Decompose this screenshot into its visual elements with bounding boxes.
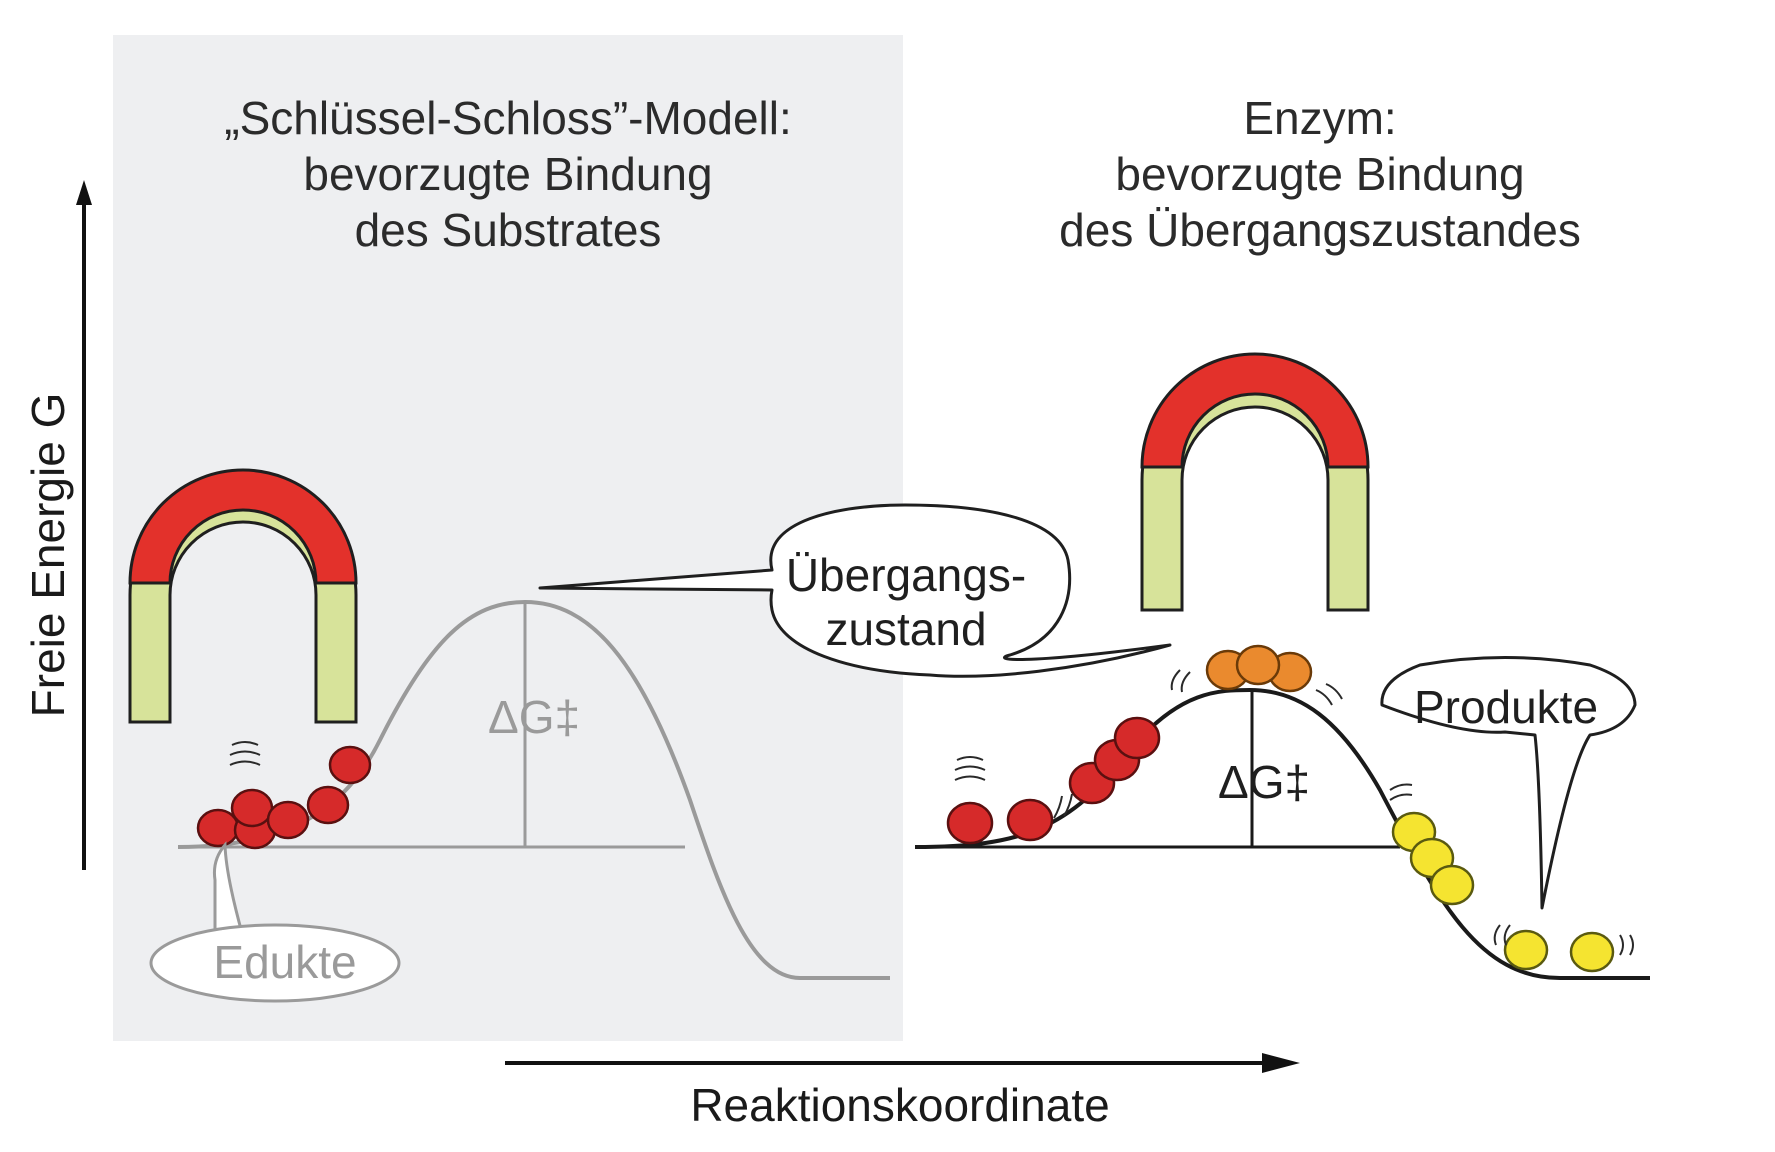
y-axis-arrowhead: [76, 180, 92, 205]
educts-label: Edukte: [213, 936, 357, 988]
x-axis-label: Reaktionskoordinate: [690, 1079, 1110, 1131]
right-vibration-marks-icon: [954, 669, 1634, 956]
transition-state-label-line-2: zustand: [825, 603, 987, 655]
y-axis-label: Freie Energie G: [22, 392, 74, 718]
right-activation-energy-label: ΔG‡: [1218, 756, 1311, 808]
right-enzyme-arc-icon: [1140, 352, 1370, 612]
x-axis-arrowhead: [1262, 1053, 1300, 1073]
left-title-line-3: des Substrates: [354, 204, 662, 256]
left-substrate-molecules: [196, 745, 372, 850]
products-speech-bubble: [1380, 656, 1637, 910]
left-title-line-1: „Schlüssel-Schloss”-Modell:: [224, 92, 792, 144]
left-energy-profile: [177, 599, 890, 980]
left-title-line-2: bevorzugte Bindung: [303, 148, 713, 200]
left-vibration-marks-icon: [229, 741, 261, 766]
transition-state-label: Übergangs- zustand: [748, 548, 1064, 656]
products-label: Produkte: [1413, 681, 1599, 733]
left-enzyme-arc-icon: [128, 468, 358, 724]
transition-state-label-line-1: Übergangs-: [785, 549, 1027, 601]
transition-state-molecules: [1205, 644, 1313, 693]
left-activation-energy-label: ΔG‡: [488, 691, 581, 743]
right-title-line-2: bevorzugte Bindung: [1115, 148, 1525, 200]
right-title-line-1: Enzym:: [1243, 92, 1397, 144]
educts-speech-bubble: [149, 841, 401, 1003]
transition-state-speech-bubble: [538, 503, 1172, 678]
lock-key-model-panel: [113, 35, 903, 1041]
left-model-title: „Schlüssel-Schloss”-Modell: bevorzugte B…: [113, 90, 903, 258]
right-model-title: Enzym: bevorzugte Bindung des Übergangsz…: [935, 90, 1705, 258]
product-molecules: [1391, 811, 1615, 973]
right-title-line-3: des Übergangszustandes: [1059, 204, 1581, 256]
right-substrate-molecules: [946, 716, 1161, 845]
